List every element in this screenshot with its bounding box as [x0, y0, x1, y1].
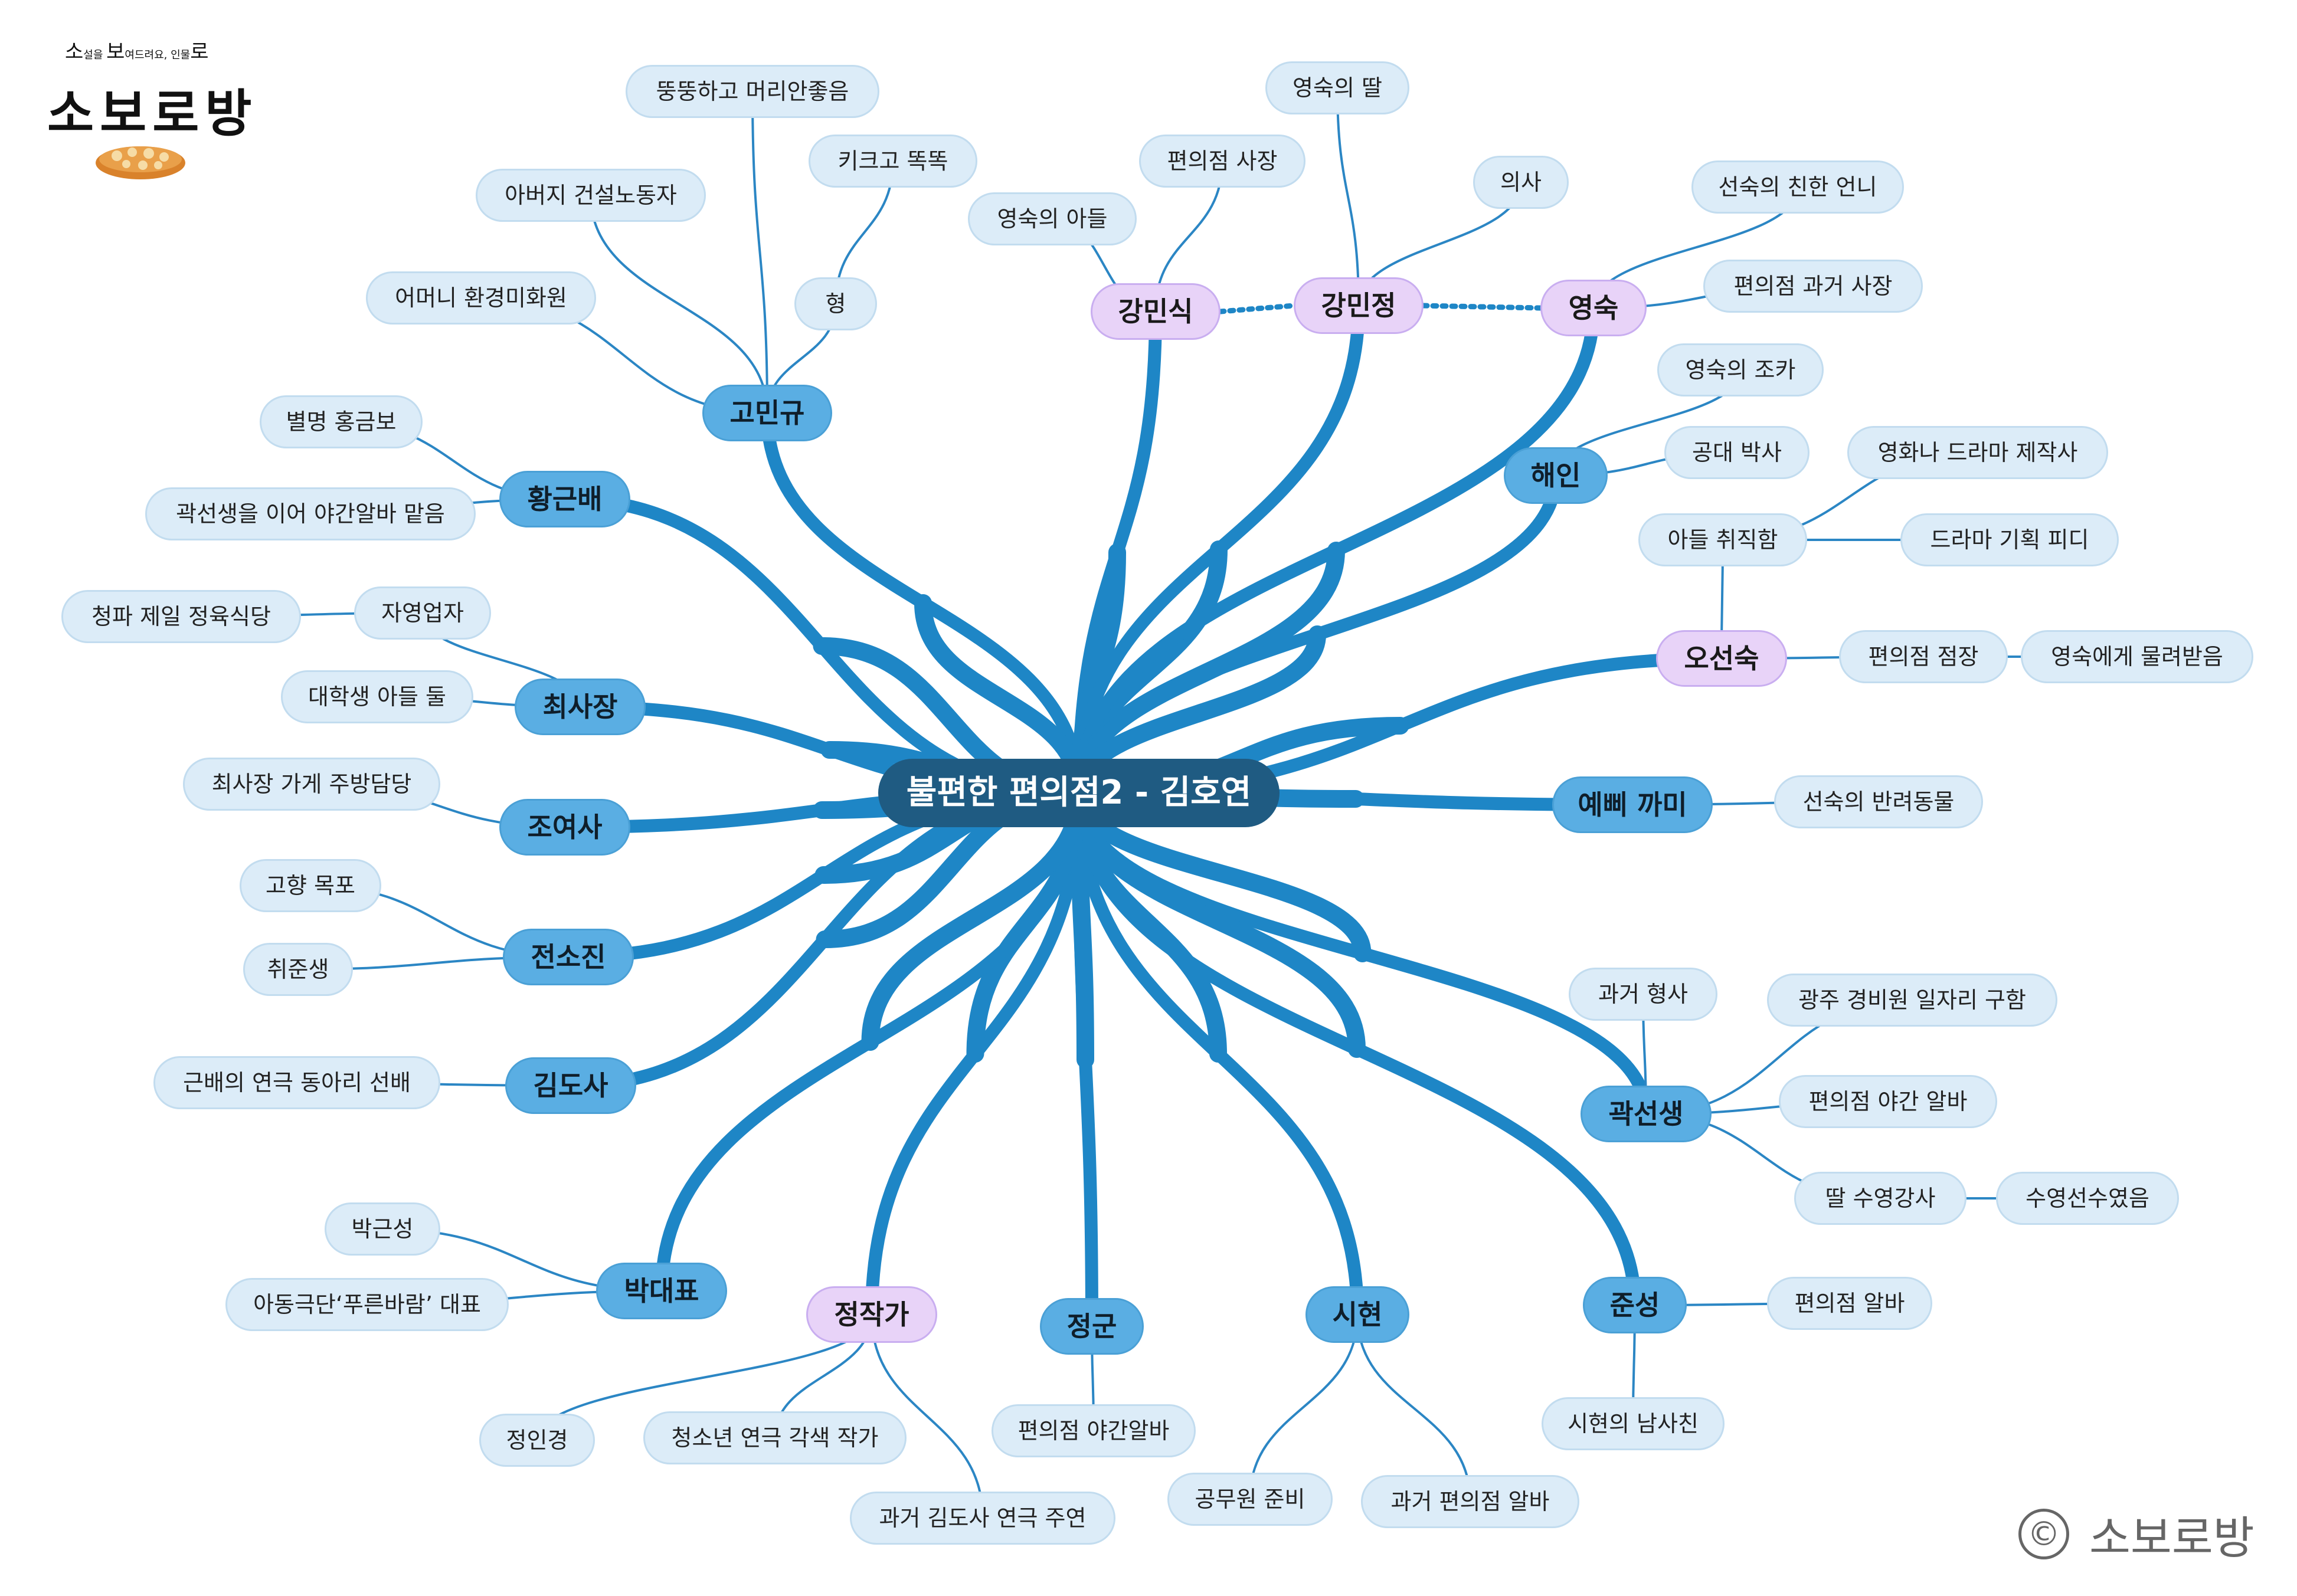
- leaf-yeongeuk-seonbae: 근배의 연극 동아리 선배: [153, 1056, 440, 1109]
- node-choesajang: 최사장: [515, 679, 646, 735]
- leaf-pyeonuijeom-alba: 편의점 알바: [1767, 1277, 1932, 1330]
- leaf-connector-31: [871, 1313, 984, 1519]
- leaf-yagan-alba: 편의점 야간 알바: [1779, 1075, 1997, 1128]
- logo-name: 소보로방: [47, 84, 258, 143]
- relation-dotted-1: [1218, 303, 1297, 314]
- leaf-hyeong: 형: [794, 277, 877, 330]
- leaf-connector-26: [1249, 1313, 1359, 1500]
- leaf-connector-27: [1356, 1313, 1471, 1503]
- leaf-ttungttung: 뚱뚱하고 머리안좋음: [626, 65, 879, 118]
- leaf-uisa: 의사: [1473, 156, 1569, 209]
- leaf-namsachin: 시현의 남사친: [1542, 1397, 1725, 1450]
- leaf-adonggukdan: 아동극단‘푸른바람’ 대표: [225, 1278, 509, 1331]
- leaf-suyeongseonsu: 수영선수였음: [1996, 1172, 2179, 1225]
- copyright-text: 소보로방: [2089, 1512, 2255, 1564]
- node-jeonggun: 정군: [1040, 1298, 1144, 1355]
- leaf-jubangdamdang: 최사장 가게 주방담당: [183, 758, 440, 811]
- leaf-abeoji: 아버지 건설노동자: [476, 169, 706, 222]
- leaf-yeongsuk-joka: 영숙의 조카: [1657, 343, 1824, 396]
- root-node-title: 불편한 편의점2 - 김호연: [878, 759, 1280, 827]
- leaf-yeongsuk-ttal: 영숙의 딸: [1265, 61, 1409, 114]
- leaf-eomeoni: 어머니 환경미화원: [366, 271, 596, 325]
- node-hwanggeunbae: 황근배: [499, 471, 630, 527]
- leaf-connector-0: [751, 90, 768, 414]
- leaf-gohyang-mokpo: 고향 목포: [240, 859, 381, 912]
- node-gominkyu: 고민규: [702, 385, 832, 441]
- copyright-mark: © 소보로방: [2018, 1502, 2255, 1566]
- leaf-bannyeodongmul: 선숙의 반려동물: [1774, 775, 1983, 828]
- leaf-connector-7: [1336, 87, 1360, 307]
- leaf-bakgeunseong: 박근성: [325, 1202, 440, 1256]
- branch-base-bakdaepyo: [861, 784, 1088, 1051]
- node-jeonsojin: 전소진: [503, 929, 634, 985]
- leaf-gaksaek-jakga: 청소년 연극 각색 작가: [643, 1411, 907, 1464]
- leaf-yeongeuk-juyeon: 과거 김도사 연극 주연: [850, 1492, 1115, 1545]
- node-sihyeon: 시현: [1305, 1286, 1409, 1343]
- node-oseonsuk: 오선숙: [1656, 630, 1787, 687]
- leaf-gongmuwon: 공무원 준비: [1167, 1473, 1333, 1526]
- leaf-yaganalba-mateum: 곽선생을 이어 야간알바 맡음: [145, 487, 476, 540]
- leaf-gongdae-baksa: 공대 박사: [1664, 426, 1810, 479]
- leaf-gihoek-pidi: 드라마 기획 피디: [1900, 513, 2119, 566]
- leaf-seonsuk-eonni: 선숙의 친한 언니: [1691, 160, 1904, 214]
- node-gangminjeong: 강민정: [1294, 277, 1424, 334]
- node-yeongsuk: 영숙: [1540, 280, 1647, 336]
- leaf-gwageo-saja: 편의점 과거 사장: [1703, 260, 1923, 313]
- node-jeongjakga: 정작가: [806, 1286, 937, 1343]
- node-joyeosa: 조여사: [499, 799, 630, 856]
- node-haein: 해인: [1504, 447, 1608, 504]
- leaf-gwageo-alba: 과거 편의점 알바: [1361, 1475, 1579, 1528]
- leaf-suyeonggangsa: 딸 수영강사: [1794, 1172, 1966, 1225]
- leaf-jayeongeopja: 자영업자: [354, 586, 491, 640]
- node-gwakseonsaeng: 곽선생: [1581, 1086, 1712, 1142]
- node-bakdaepyo: 박대표: [596, 1263, 727, 1319]
- leaf-daehaksaeng-adeul: 대학생 아들 둘: [281, 670, 473, 723]
- leaf-gwageo-hyeongsa: 과거 형사: [1569, 968, 1717, 1021]
- leaf-jeomjang: 편의점 점장: [1839, 630, 2008, 683]
- copyright-icon: ©: [2018, 1509, 2069, 1559]
- node-gangminsik: 강민식: [1091, 283, 1221, 340]
- leaf-adeul-chwijik: 아들 취직함: [1638, 513, 1807, 566]
- leaf-gyeongbiwon: 광주 경비원 일자리 구함: [1767, 974, 2057, 1027]
- leaf-kikeugo: 키크고 똑똑: [809, 135, 977, 188]
- leaf-yeongsuk-adeul: 영숙의 아들: [968, 192, 1137, 245]
- soborobang-logo: 소설을 보여드려요, 인물로 소보로방: [41, 35, 254, 189]
- leaf-pyeonuijeom-saja: 편의점 사장: [1139, 135, 1305, 188]
- relation-dotted-2: [1421, 303, 1543, 311]
- node-yeppi-kkami: 예삐 까미: [1552, 776, 1713, 833]
- bread-icon: [96, 146, 185, 179]
- leaf-jejaksa: 영화나 드라마 제작사: [1847, 426, 2108, 479]
- leaf-jeonginkyeong: 정인경: [479, 1414, 595, 1467]
- leaf-chwijunsaeng: 취준생: [243, 943, 353, 996]
- node-gimdosa: 김도사: [505, 1057, 636, 1114]
- leaf-byeolmyeong: 별명 홍금보: [260, 395, 423, 448]
- leaf-yagan-alba-2: 편의점 야간알바: [992, 1404, 1196, 1457]
- leaf-mullyeobadeum: 영숙에게 물려받음: [2021, 630, 2253, 683]
- logo-tagline: 소설을 보여드려요, 인물로: [65, 40, 209, 64]
- node-junseong: 준성: [1583, 1277, 1687, 1333]
- leaf-cheongpa-sikdang: 청파 제일 정육식당: [61, 590, 301, 643]
- branch-base-gominkyu: [914, 594, 1088, 802]
- leaf-connector-1: [590, 194, 768, 414]
